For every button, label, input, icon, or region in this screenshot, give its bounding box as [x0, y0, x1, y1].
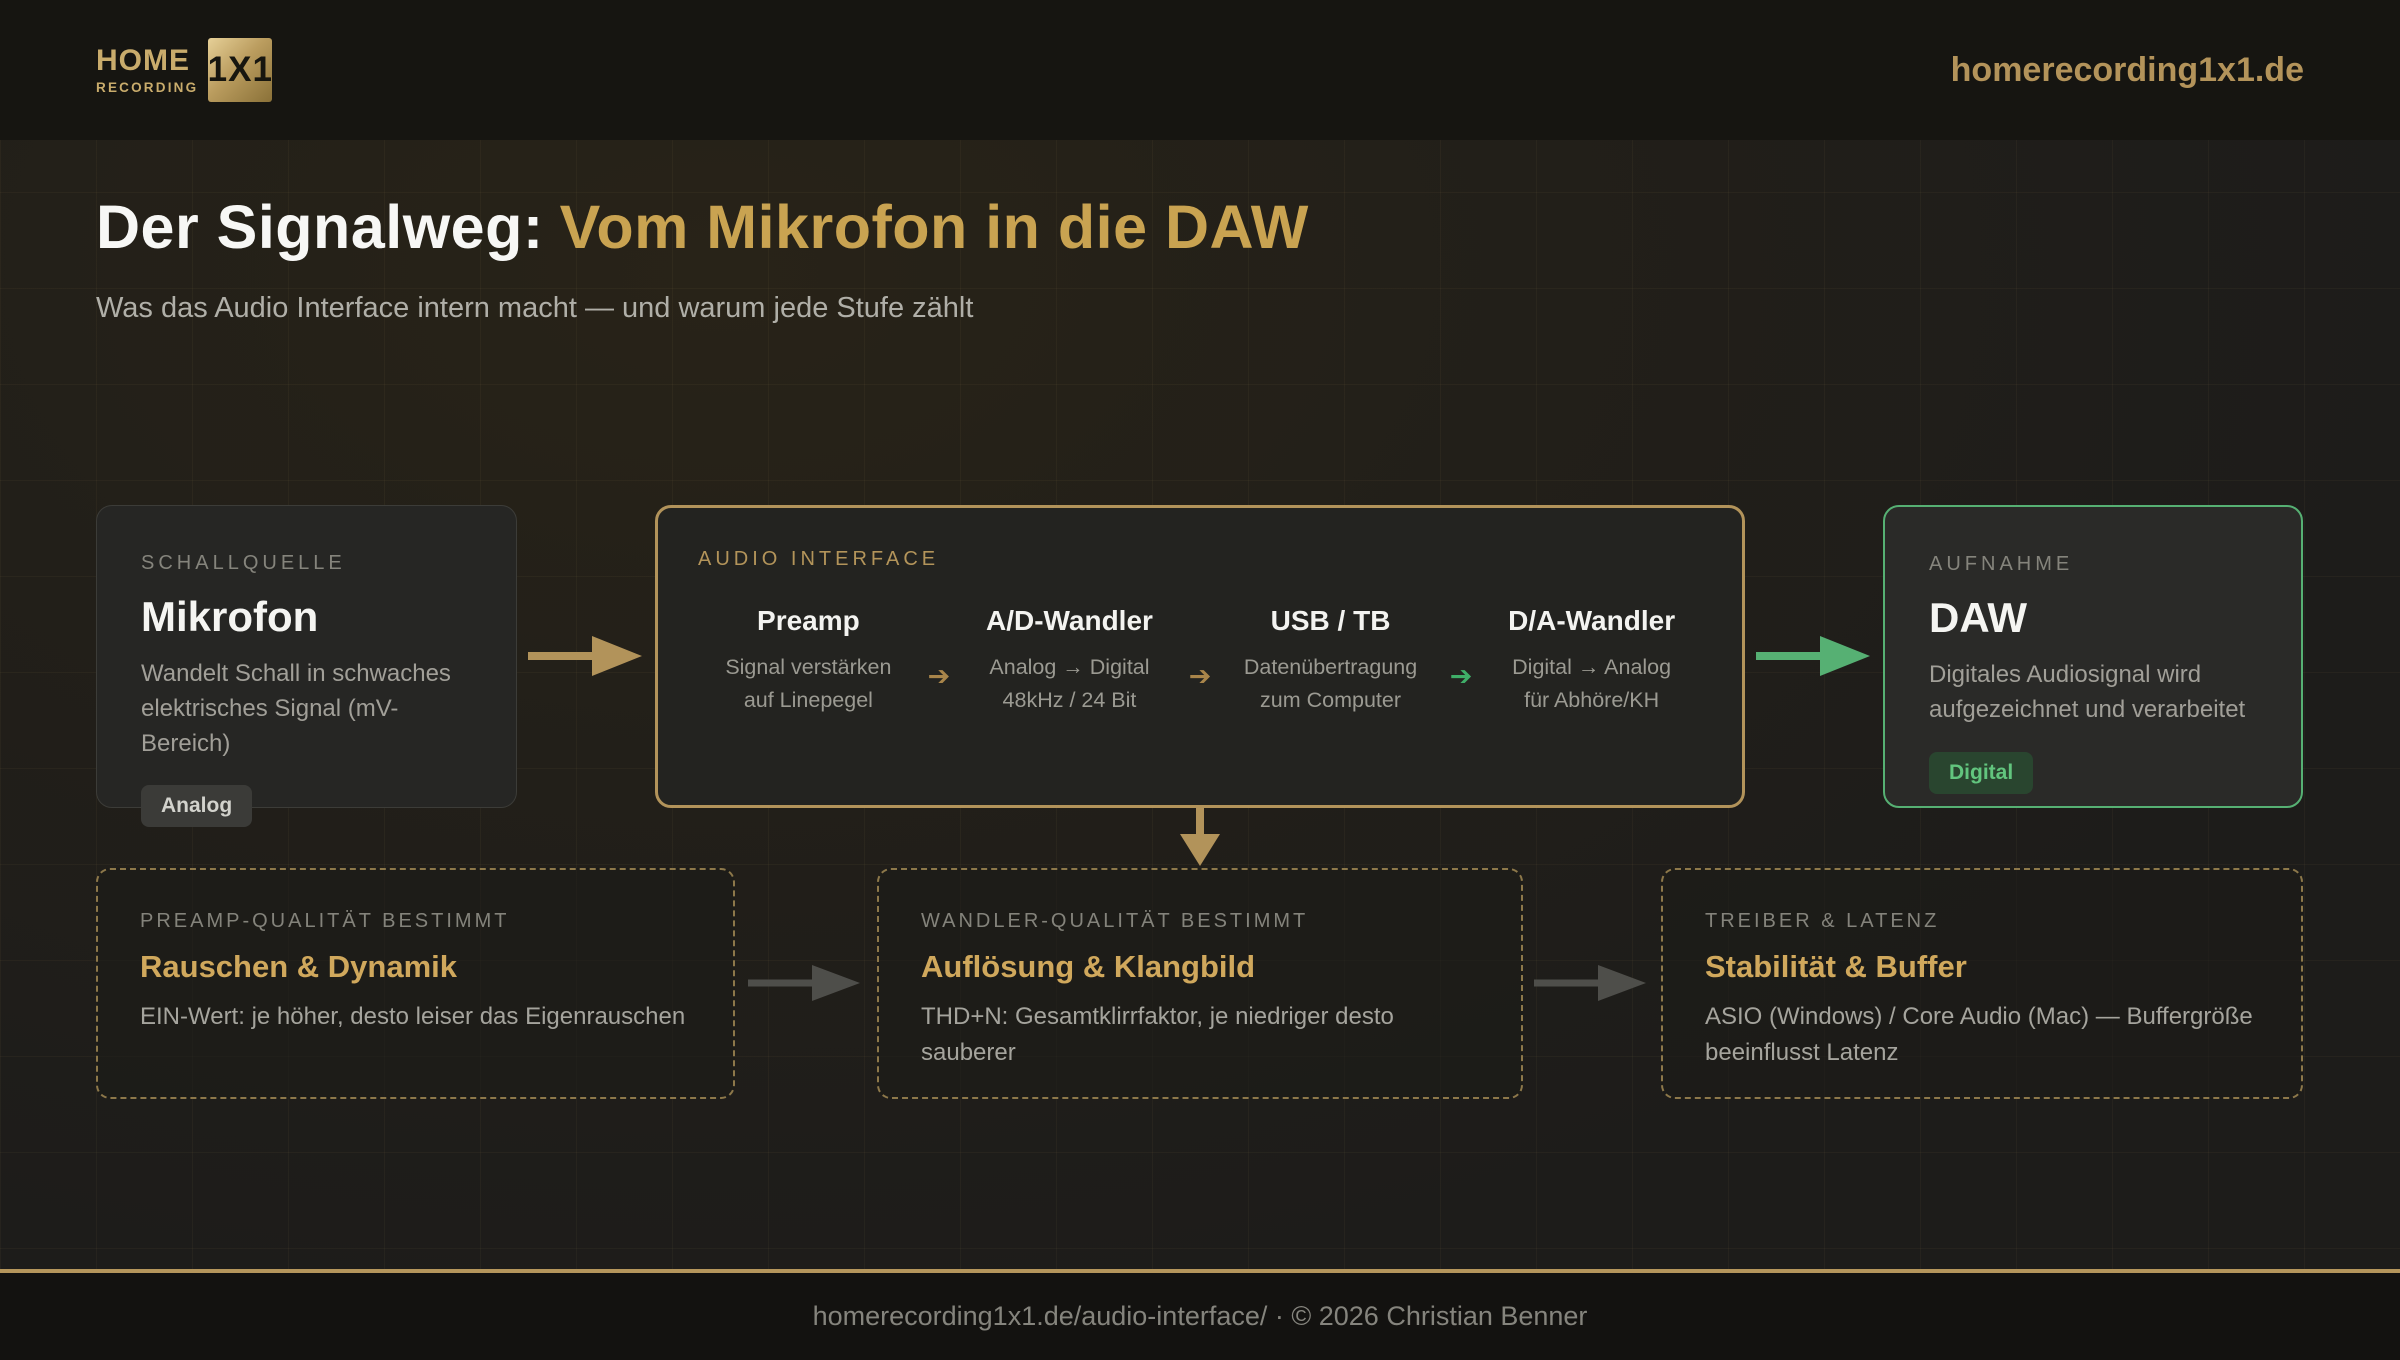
detail-card-treiber-description: ASIO (Windows) / Core Audio (Mac) — Buff…: [1705, 1003, 2253, 1066]
page-title-gold: Vom Mikrofon in die DAW: [559, 193, 1309, 261]
page-title-white: Der Signalweg:: [96, 193, 544, 261]
detail-card-wandler-description: THD+N: Gesamtklirrfaktor, je niedriger d…: [921, 1003, 1394, 1066]
detail-card-wandler: WANDLER-QUALITÄT BESTIMMT Auflösung & Kl…: [877, 868, 1523, 1099]
stage-usb-tb: USB / TB Datenübertragung zum Computer: [1220, 605, 1441, 718]
footer: homerecording1x1.de/audio-interface/ · ©…: [0, 1273, 2400, 1360]
arrow-right-icon: [1756, 636, 1870, 676]
detail-card-treiber-label: TREIBER & LATENZ: [1705, 910, 1940, 932]
stage-ad-wandler: A/D-Wandler Analog → Digital 48kHz / 24 …: [959, 605, 1180, 718]
detail-card-wandler-title: Auflösung & Klangbild: [921, 949, 1256, 984]
card-schallquelle-description: Wandelt Schall in schwaches elektrisches…: [141, 660, 451, 757]
logo-wordmark: HOME RECORDING: [96, 43, 199, 95]
stage-da-wandler: D/A-Wandler Digital → Analog für Abhöre/…: [1481, 605, 1702, 718]
stage-da-wandler-description: Digital → Analog für Abhöre/KH: [1512, 655, 1672, 713]
logo-line2: RECORDING: [96, 79, 199, 95]
card-schallquelle-label: SCHALLQUELLE: [141, 552, 346, 574]
footer-text: homerecording1x1.de/audio-interface/ · ©…: [812, 1301, 1588, 1331]
card-audio-interface-label: AUDIO INTERFACE: [698, 548, 940, 570]
arrow-right-icon: ➔: [1449, 661, 1473, 691]
detail-card-preamp-label: PREAMP-QUALITÄT BESTIMMT: [140, 910, 510, 932]
stage-preamp-name: Preamp: [757, 605, 860, 636]
card-daw-title: DAW: [1929, 594, 2027, 641]
logo-line1: HOME: [96, 43, 190, 77]
logo: HOME RECORDING 1X1: [96, 38, 273, 102]
digital-badge: Digital: [1929, 751, 2034, 794]
detail-card-preamp-title: Rauschen & Dynamik: [140, 949, 457, 984]
page-subtitle: Was das Audio Interface intern macht — u…: [96, 292, 974, 325]
stage-preamp-description: Signal verstärken auf Linepegel: [725, 655, 892, 713]
card-schallquelle-title: Mikrofon: [141, 593, 319, 640]
footer-divider: [0, 1269, 2400, 1273]
site-url: homerecording1x1.de: [1950, 50, 2304, 89]
card-daw: AUFNAHME DAW Digitales Audiosignal wird …: [1883, 505, 2303, 808]
arrow-right-icon: [1534, 965, 1646, 1001]
stage-usb-tb-description: Datenübertragung zum Computer: [1243, 655, 1418, 713]
card-audio-interface: AUDIO INTERFACE Preamp Signal verstärken…: [655, 505, 1745, 808]
card-daw-label: AUFNAHME: [1929, 553, 2074, 575]
analog-badge: Analog: [141, 785, 253, 828]
header: HOME RECORDING 1X1 homerecording1x1.de: [0, 0, 2400, 140]
arrow-down-icon: [1180, 806, 1220, 866]
interface-stages: Preamp Signal verstärken auf Linepegel ➔…: [698, 605, 1702, 718]
stage-ad-wandler-description: Analog → Digital 48kHz / 24 Bit: [989, 655, 1150, 713]
detail-card-preamp: PREAMP-QUALITÄT BESTIMMT Rauschen & Dyna…: [96, 868, 735, 1099]
hero: Der Signalweg:Vom Mikrofon in die DAW Wa…: [96, 192, 2306, 325]
stage-ad-wandler-name: A/D-Wandler: [985, 605, 1153, 636]
stage-usb-tb-name: USB / TB: [1270, 605, 1391, 636]
arrow-right-icon: ➔: [1188, 661, 1212, 691]
logo-1x1-badge: 1X1: [208, 38, 273, 102]
arrow-right-icon: [748, 965, 860, 1001]
card-schallquelle: SCHALLQUELLE Mikrofon Wandelt Schall in …: [96, 505, 517, 828]
arrow-right-icon: [528, 636, 642, 676]
detail-card-treiber-title: Stabilität & Buffer: [1705, 949, 1967, 984]
stage-preamp: Preamp Signal verstärken auf Linepegel: [698, 605, 919, 718]
detail-card-wandler-label: WANDLER-QUALITÄT BESTIMMT: [921, 910, 1309, 932]
detail-card-preamp-description: EIN-Wert: je höher, desto leiser das Eig…: [140, 1003, 686, 1030]
detail-card-treiber: TREIBER & LATENZ Stabilität & Buffer ASI…: [1661, 868, 2303, 1099]
stage-da-wandler-name: D/A-Wandler: [1508, 605, 1676, 636]
card-daw-description: Digitales Audiosignal wird aufgezeichnet…: [1929, 661, 2246, 723]
page-title: Der Signalweg:Vom Mikrofon in die DAW: [96, 192, 2306, 262]
arrow-right-icon: ➔: [927, 661, 951, 691]
